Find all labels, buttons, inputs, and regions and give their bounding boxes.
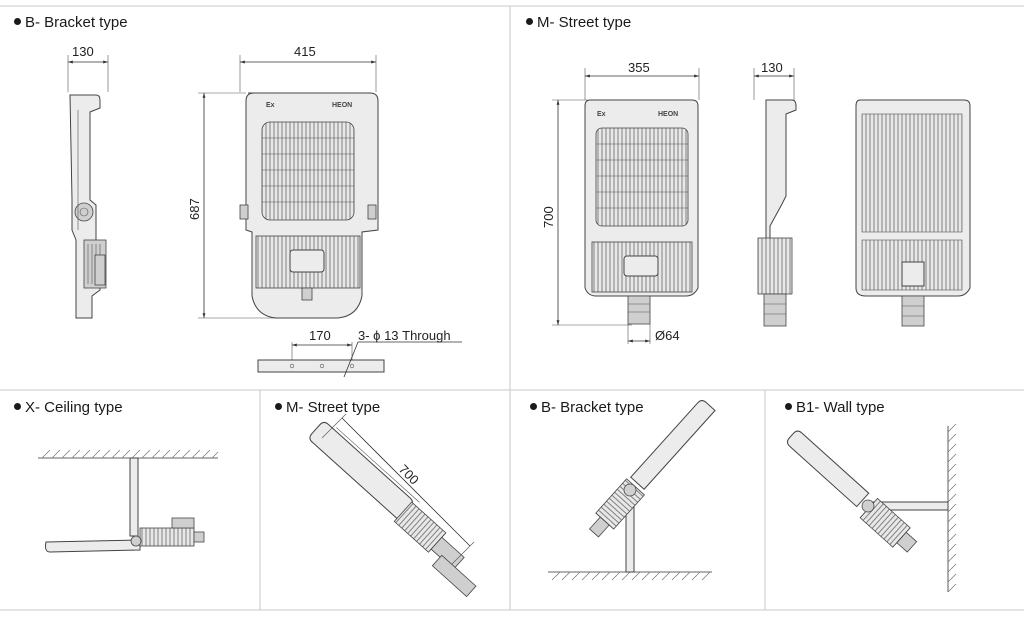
section-title-text: M- Street type [286,399,381,416]
panel-grid [0,5,1024,611]
bullet-icon [14,403,21,410]
street-front-view: Ex HEON [552,68,700,344]
dim-bracket-front-width: 415 [294,44,316,59]
section-title-ceiling-type: X- Ceiling type [14,399,123,416]
bracket-plate [257,341,462,378]
dim-pole-diameter: Ø64 [655,328,680,343]
wall-mount-drawing [786,423,957,593]
section-title-text: M- Street type [537,14,632,31]
ceiling-mount-drawing [38,449,219,553]
bullet-icon [785,403,792,410]
ex-mark: Ex [266,102,275,109]
dim-hole-spacing: 170 [309,328,331,343]
brand-label: HEON [332,102,352,109]
dim-street-height: 700 [541,206,556,228]
section-title-street-type-mounted: M- Street type [275,399,380,416]
bullet-icon [530,403,537,410]
bullet-icon [275,403,282,410]
section-title-wall-type: B1- Wall type [785,399,885,416]
dim-street-front-width: 355 [628,60,650,75]
section-title-bracket-type-mounted: B- Bracket type [530,399,644,416]
street-back-view [855,99,971,327]
section-title-street-type: M- Street type [526,14,631,31]
dim-bracket-height: 687 [187,198,202,220]
section-title-bracket-type: B- Bracket type [14,14,128,31]
section-title-text: B1- Wall type [796,399,885,416]
led-module [261,121,355,221]
dim-bracket-side-width: 130 [72,44,94,59]
bullet-icon [14,18,21,25]
bracket-mount-drawing [548,400,716,581]
street-side-view [753,68,797,327]
section-title-text: B- Bracket type [541,399,644,416]
bracket-side-view [67,55,109,319]
ex-mark: Ex [597,111,606,118]
dim-hole-note: 3- ϕ 13 Through [358,328,451,343]
section-title-text: B- Bracket type [25,14,128,31]
dim-street-side-width: 130 [761,60,783,75]
section-title-text: X- Ceiling type [25,399,123,416]
dim-street-diagonal: 700 [396,462,422,488]
bullet-icon [526,18,533,25]
street-mount-drawing: 700 [309,413,477,598]
brand-label: HEON [658,111,678,118]
bracket-front-view: Ex HEON [198,55,379,319]
